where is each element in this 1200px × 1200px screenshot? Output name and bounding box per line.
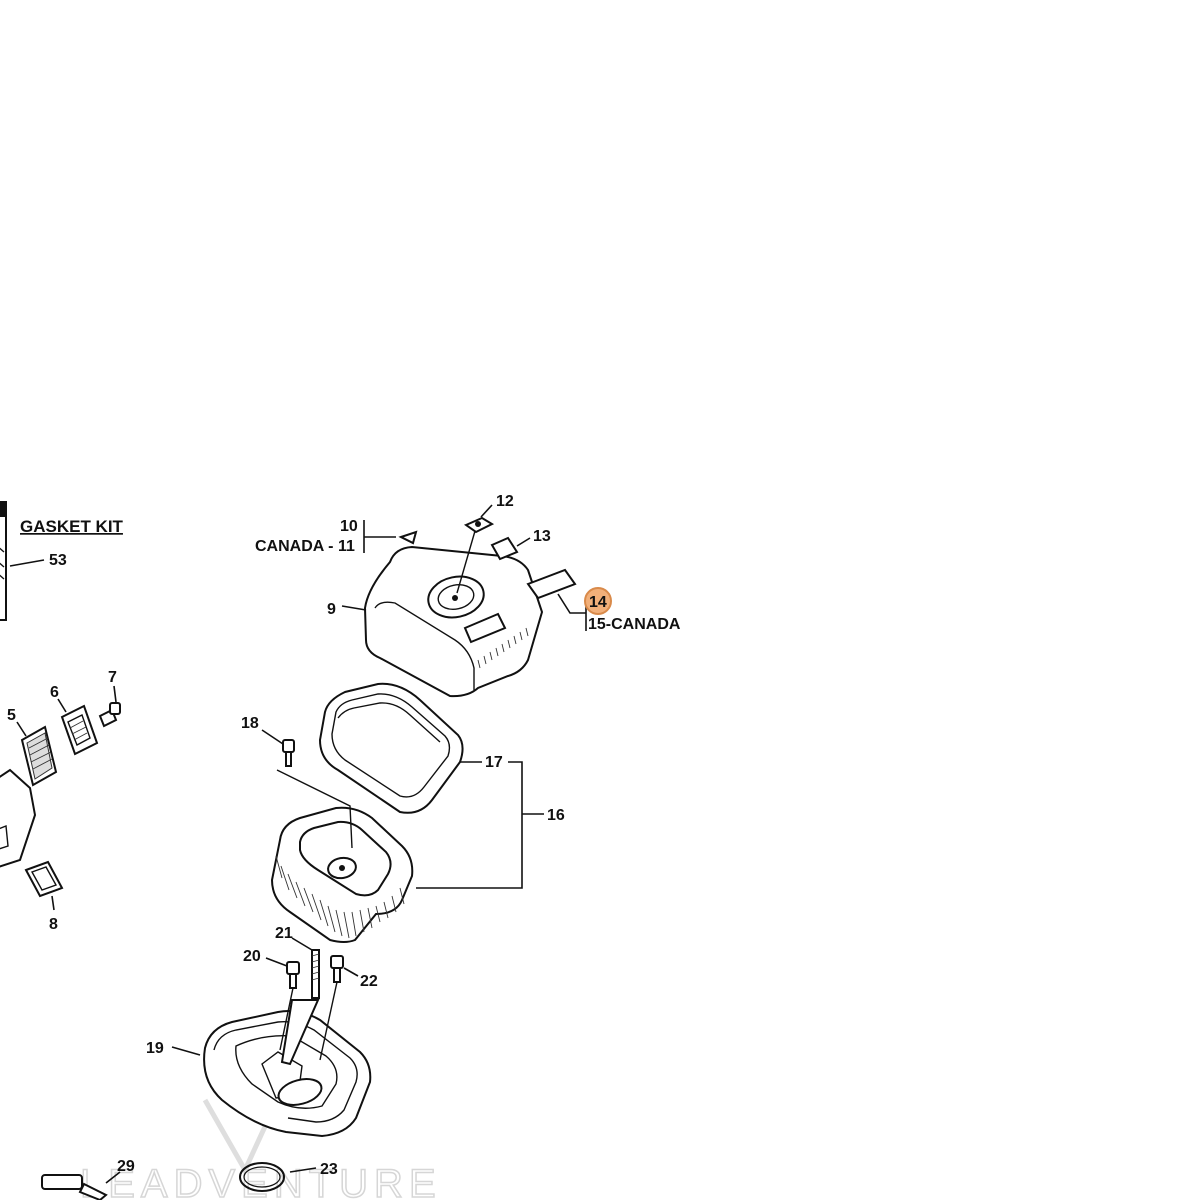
callout-15[interactable]: 15-CANADA bbox=[588, 616, 681, 633]
part-8-gasket bbox=[24, 860, 64, 911]
callout-19[interactable]: 19 bbox=[146, 1040, 164, 1057]
part-29-bolt bbox=[41, 1171, 121, 1200]
part-23-oring bbox=[239, 1162, 317, 1192]
part-13-label bbox=[490, 536, 531, 561]
callout-22[interactable]: 22 bbox=[360, 973, 378, 990]
part-22-screw bbox=[319, 955, 359, 1061]
callout-7[interactable]: 7 bbox=[108, 669, 117, 686]
callout-18[interactable]: 18 bbox=[241, 715, 259, 732]
callout-6[interactable]: 6 bbox=[50, 684, 59, 701]
part-6-plate bbox=[57, 698, 99, 756]
part-housing-left bbox=[0, 768, 37, 868]
part-12-nut bbox=[456, 504, 495, 594]
bracket-16 bbox=[416, 761, 544, 889]
callout-23[interactable]: 23 bbox=[320, 1161, 338, 1178]
part-5-screen bbox=[16, 721, 58, 787]
callout-11[interactable]: CANADA - 11 bbox=[255, 538, 355, 555]
callout-21[interactable]: 21 bbox=[275, 925, 293, 942]
part-7-screw bbox=[98, 685, 121, 728]
callout-53: 53 bbox=[49, 552, 67, 569]
callout-16[interactable]: 16 bbox=[547, 807, 565, 824]
callout-5[interactable]: 5 bbox=[7, 707, 16, 724]
callout-17[interactable]: 17 bbox=[485, 754, 503, 771]
callout-20[interactable]: 20 bbox=[243, 948, 261, 965]
part-16-filter bbox=[270, 806, 414, 943]
gasket-kit-box: GASKET KIT 53 bbox=[0, 501, 124, 621]
gasket-kit-title: GASKET KIT bbox=[20, 517, 124, 536]
highlight-marker-14 bbox=[584, 587, 612, 615]
callout-8[interactable]: 8 bbox=[49, 916, 58, 933]
callout-9[interactable]: 9 bbox=[327, 601, 336, 618]
callout-10[interactable]: 10 bbox=[340, 518, 358, 535]
part-17-frame bbox=[318, 682, 482, 814]
part-18-screw bbox=[261, 729, 353, 849]
callout-12[interactable]: 12 bbox=[496, 493, 514, 510]
part-10-11-decal bbox=[363, 520, 418, 553]
callout-29[interactable]: 29 bbox=[117, 1158, 135, 1175]
part-9-cover bbox=[341, 545, 544, 698]
callout-14[interactable]: 14 bbox=[589, 594, 607, 611]
callout-13[interactable]: 13 bbox=[533, 528, 551, 545]
part-20-screw bbox=[265, 957, 300, 1051]
part-21-stud bbox=[280, 937, 320, 1066]
part-19-base bbox=[171, 1010, 372, 1138]
